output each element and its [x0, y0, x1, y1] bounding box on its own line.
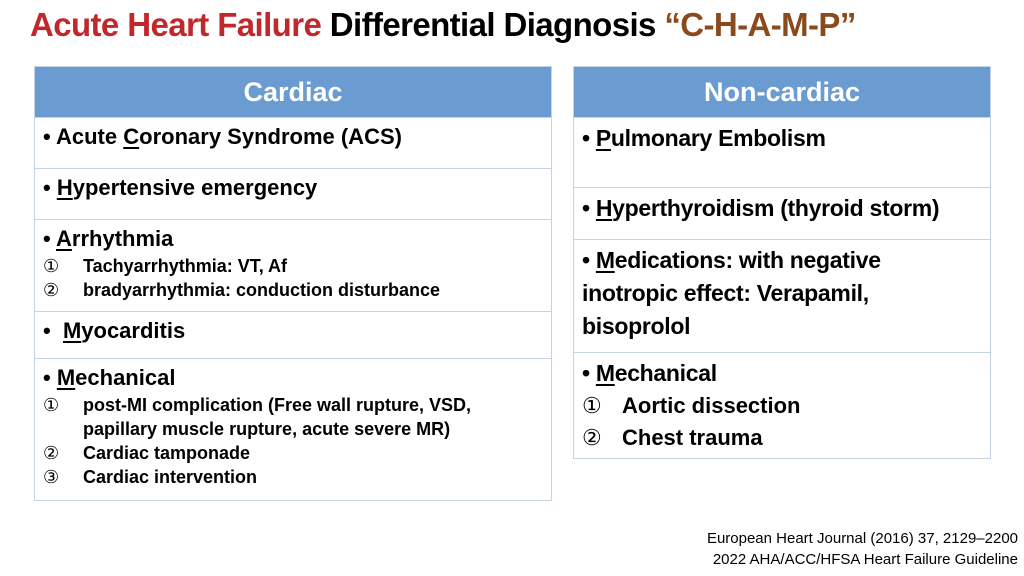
sub-item: ① post-MI complication (Free wall rupture…	[43, 393, 543, 441]
number-marker: ①	[43, 395, 60, 415]
mnemonic-letter: M	[595, 360, 615, 386]
reference-2: 2022 AHA/ACC/HFSA Heart Failure Guidelin…	[712, 551, 1018, 568]
sub-item-text: Tachyarrhythmia: VT, Af	[83, 256, 288, 276]
bullet: •	[43, 226, 56, 251]
mnemonic-letter: A	[56, 226, 72, 251]
sub-item-text: bradyarrhythmia: conduction disturbance	[83, 280, 441, 300]
item-title: • Arrhythmia	[43, 224, 543, 254]
item-text: oronary Syndrome (ACS)	[139, 124, 402, 149]
mnemonic-letter: C	[123, 124, 140, 149]
item-title: • Myocarditis	[43, 316, 543, 346]
number-marker: ①	[582, 393, 602, 418]
bullet: •	[582, 125, 596, 151]
title-highlight: Acute Heart Failure	[30, 6, 322, 43]
cardiac-table: Cardiac • Acute Coronary Syndrome (ACS)•…	[34, 66, 552, 501]
item-title: • Acute Coronary Syndrome (ACS)	[43, 122, 543, 152]
table-row: • Hyperthyroidism (thyroid storm)	[574, 188, 990, 240]
number-marker: ②	[582, 425, 602, 450]
item-title: • Mechanical	[43, 363, 543, 393]
noncardiac-header: Non-cardiac	[574, 67, 990, 118]
item-text: ulmonary Embolism	[610, 125, 826, 151]
item-text: yocarditis	[81, 318, 186, 343]
number-marker: ②	[43, 280, 60, 300]
sub-item-text: Cardiac tamponade	[83, 443, 251, 463]
sub-item-text: Cardiac intervention	[83, 467, 258, 487]
item-title: • Hyperthyroidism (thyroid storm)	[582, 192, 982, 225]
table-row: • Medications: with negative inotropic e…	[574, 240, 990, 353]
title-main: Differential Diagnosis	[321, 6, 665, 43]
mnemonic-letter: M	[62, 318, 82, 343]
sub-item: ② Chest trauma	[582, 422, 982, 454]
title-acronym: “C-H-A-M-P”	[664, 6, 856, 43]
mnemonic-letter: H	[595, 195, 613, 221]
bullet: •	[43, 318, 63, 343]
sub-item-text: post-MI complication (Free wall rupture,…	[83, 395, 472, 439]
table-row: • Hypertensive emergency	[35, 169, 551, 220]
cardiac-header: Cardiac	[35, 67, 551, 118]
mnemonic-letter: H	[56, 175, 73, 200]
mnemonic-letter: M	[56, 365, 76, 390]
sub-item-text: Aortic dissection	[622, 393, 801, 418]
sub-item: ② Cardiac tamponade	[43, 441, 543, 465]
item-title: • Pulmonary Embolism	[582, 122, 982, 155]
sub-item: ③ Cardiac intervention	[43, 465, 543, 489]
bullet: •	[43, 365, 57, 390]
mnemonic-letter: P	[595, 125, 611, 151]
reference-1: European Heart Journal (2016) 37, 2129–2…	[706, 530, 1018, 547]
bullet: •	[43, 124, 56, 149]
item-text: rrhythmia	[71, 226, 174, 251]
bullet: •	[582, 247, 596, 273]
sub-item: ② bradyarrhythmia: conduction disturbance	[43, 278, 543, 302]
number-marker: ②	[43, 443, 60, 463]
item-title: • Hypertensive emergency	[43, 173, 543, 203]
number-marker: ③	[43, 467, 60, 487]
item-text: ypertensive emergency	[72, 175, 318, 200]
item-text: edications: with negative inotropic effe…	[582, 247, 887, 339]
item-text: echanical	[75, 365, 176, 390]
noncardiac-rows: • Pulmonary Embolism• Hyperthyroidism (t…	[574, 118, 990, 458]
bullet: •	[582, 360, 596, 386]
table-row: • Acute Coronary Syndrome (ACS)	[35, 118, 551, 169]
table-row: • Pulmonary Embolism	[574, 118, 990, 188]
table-row: • Myocarditis	[35, 312, 551, 359]
sub-item: ① Tachyarrhythmia: VT, Af	[43, 254, 543, 278]
item-text: yperthyroidism (thyroid storm)	[612, 195, 940, 221]
bullet: •	[582, 195, 596, 221]
item-title: • Mechanical	[582, 357, 982, 390]
noncardiac-table: Non-cardiac • Pulmonary Embolism• Hypert…	[573, 66, 991, 459]
bullet: •	[43, 175, 57, 200]
sub-item-text: Chest trauma	[622, 425, 763, 450]
item-text: echanical	[614, 360, 717, 386]
mnemonic-letter: M	[595, 247, 615, 273]
number-marker: ①	[43, 256, 60, 276]
item-title: • Medications: with negative inotropic e…	[582, 244, 982, 343]
sub-item: ① Aortic dissection	[582, 390, 982, 422]
slide-title: Acute Heart Failure Differential Diagnos…	[30, 6, 856, 44]
table-row: • Mechanical ① Aortic dissection ② Chest tra…	[574, 353, 990, 458]
cardiac-rows: • Acute Coronary Syndrome (ACS)• Hyperte…	[35, 118, 551, 500]
item-text: Acute	[56, 124, 124, 149]
